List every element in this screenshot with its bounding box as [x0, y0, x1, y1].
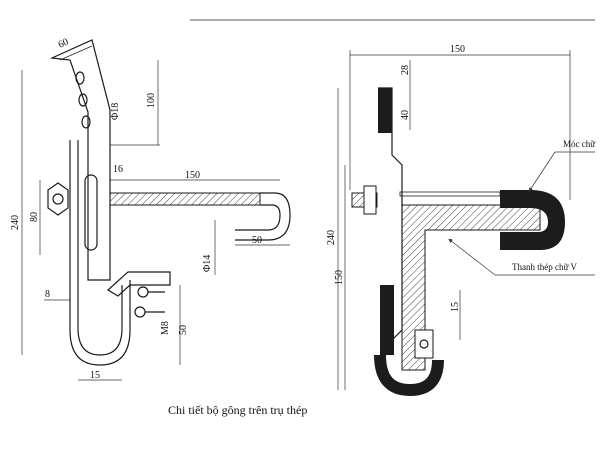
- top-hook-dark: [500, 190, 565, 250]
- dim-phi18: Φ18: [110, 103, 121, 120]
- bottom-hook-dark: [374, 354, 444, 397]
- dim-m8: M8: [160, 321, 171, 335]
- right-rod-line: [399, 191, 501, 197]
- vbar-leader: [448, 238, 496, 276]
- left-drawing: 60 100 Φ18 240 80 16 150 Φ14 50 8 M8 50 …: [10, 37, 291, 381]
- r-dim-150: 150: [450, 44, 465, 55]
- u-bar-inner: [77, 140, 123, 356]
- dim-16: 16: [113, 164, 123, 175]
- right-nut: [363, 185, 377, 215]
- hole-middle: [78, 93, 88, 107]
- nut-hole: [52, 193, 64, 205]
- bar-top-dark: [378, 88, 392, 133]
- hook-leader: [528, 151, 556, 192]
- right-drawing: 150 28 40 240 150 15 Móc chữ Thanh thép …: [326, 44, 596, 397]
- bottom-bolt-hole: [419, 339, 429, 349]
- dim-15: 15: [90, 370, 100, 381]
- dim-150: 150: [185, 170, 200, 181]
- bolt-head-1: [137, 286, 149, 298]
- nut: [47, 182, 69, 216]
- dim-50-vertical: 50: [178, 325, 189, 335]
- r-dim-28: 28: [400, 65, 411, 75]
- clamp-top: [106, 271, 171, 297]
- bar-bottom-dark: [380, 285, 394, 355]
- hole-lower: [81, 115, 91, 129]
- vbar-label: Thanh thép chữ V: [512, 262, 577, 272]
- bottom-bolt: [414, 329, 434, 359]
- plate-edge: [59, 45, 93, 61]
- r-dim-15: 15: [450, 302, 461, 312]
- dim-phi14: Φ14: [202, 255, 213, 272]
- r-dim-40: 40: [400, 110, 411, 120]
- dim-240: 240: [10, 215, 21, 230]
- dim-8: 8: [45, 289, 50, 300]
- rod-hook-outer: [235, 192, 291, 241]
- r-dim-150v: 150: [334, 270, 345, 285]
- dim-100: 100: [146, 93, 157, 108]
- dim-80: 80: [29, 212, 40, 222]
- bolt-head-2: [134, 306, 146, 318]
- dim-50-rod: 50: [252, 235, 262, 246]
- top-plate-outline: [49, 39, 111, 281]
- hole-top: [75, 71, 85, 85]
- hook-label: Móc chữ: [563, 139, 596, 149]
- r-dim-240: 240: [326, 230, 337, 245]
- dim-60: 60: [57, 37, 71, 51]
- rod-hook-inner: [235, 204, 281, 231]
- slot: [84, 174, 98, 251]
- u-bar-outer: [69, 140, 131, 366]
- threaded-rod: [109, 192, 261, 206]
- caption: Chi tiết bộ gông trên trụ thép: [168, 403, 307, 417]
